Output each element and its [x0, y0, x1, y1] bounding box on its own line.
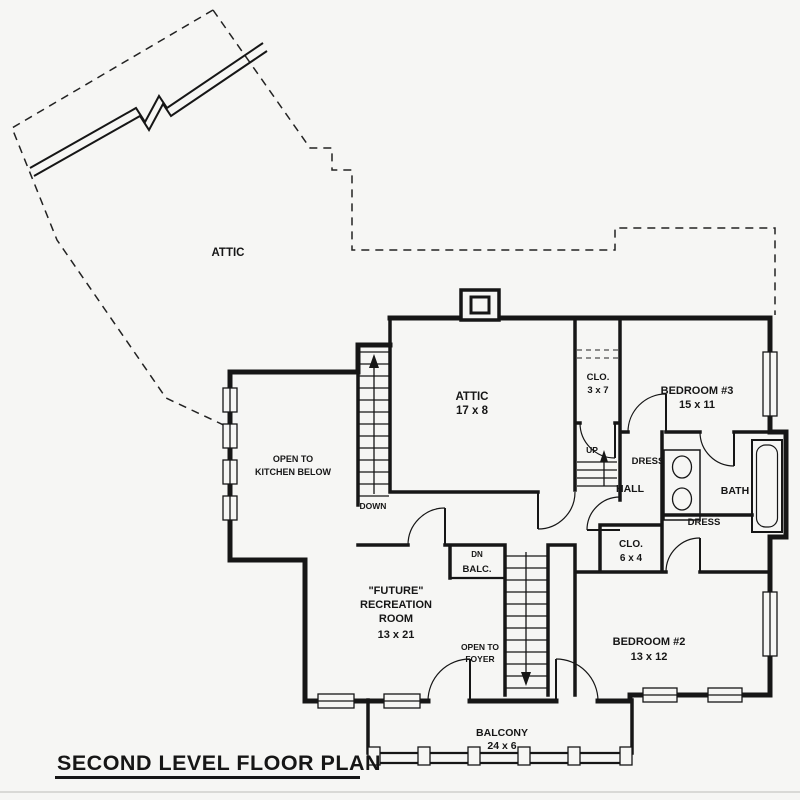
stairs-foyer — [506, 552, 547, 689]
title-underline — [55, 776, 360, 779]
windows — [222, 351, 778, 709]
label-balc: BALC. — [462, 564, 491, 575]
break-line — [29, 42, 268, 177]
scan-edge — [0, 791, 800, 793]
label-bedroom2: BEDROOM #2 — [613, 636, 686, 648]
exterior-walls — [227, 315, 789, 704]
label-foyer-2: FOYER — [465, 654, 494, 664]
stairs-down — [359, 351, 389, 497]
label-attic-space: ATTIC — [211, 247, 244, 259]
label-bedroom2-dims: 13 x 12 — [631, 651, 668, 663]
stairs-up — [577, 349, 618, 487]
label-attic-room: ATTIC — [455, 391, 488, 403]
label-rec-3: ROOM — [379, 613, 413, 625]
label-closet64-dims: 6 x 4 — [620, 553, 643, 564]
label-down: DOWN — [360, 501, 387, 511]
label-rec-2: RECREATION — [360, 599, 432, 611]
label-rec-dims: 13 x 21 — [378, 629, 415, 641]
label-hall: HALL — [616, 483, 645, 495]
label-foyer-1: OPEN TO — [461, 642, 499, 652]
label-attic-room-dims: 17 x 8 — [456, 405, 489, 417]
interior-walls — [356, 316, 788, 697]
attic-dashed-outline — [11, 9, 776, 429]
label-dn: DN — [471, 550, 483, 559]
chimney — [459, 288, 501, 322]
bathtub — [751, 439, 783, 533]
label-balcony-dims: 24 x 6 — [487, 740, 516, 752]
sink-icon — [671, 455, 693, 479]
label-open-kitchen-2: KITCHEN BELOW — [255, 467, 332, 477]
plan-title-block: SECOND LEVEL FLOOR PLAN — [55, 751, 381, 779]
label-bath: BATH — [721, 485, 749, 497]
label-dress-lower: DRESS — [688, 517, 721, 528]
sink-icon — [671, 487, 693, 511]
label-closet64: CLO. — [619, 539, 643, 550]
label-closet37-dims: 3 x 7 — [587, 385, 608, 396]
label-up: UP — [586, 445, 598, 455]
label-bedroom3: BEDROOM #3 — [661, 385, 734, 397]
vanity — [663, 449, 701, 521]
balcony-railing — [366, 698, 634, 766]
label-balcony: BALCONY — [476, 727, 528, 739]
label-bedroom3-dims: 15 x 11 — [679, 399, 715, 411]
label-rec-1: "FUTURE" — [368, 585, 423, 597]
bath-fixtures — [663, 439, 783, 533]
label-closet37: CLO. — [587, 372, 610, 383]
bathtub-basin — [755, 444, 779, 528]
door-arcs — [407, 393, 735, 702]
label-dress-upper: DRESS — [632, 456, 665, 467]
page-title: SECOND LEVEL FLOOR PLAN — [57, 751, 381, 775]
label-open-kitchen-1: OPEN TO — [273, 454, 313, 464]
